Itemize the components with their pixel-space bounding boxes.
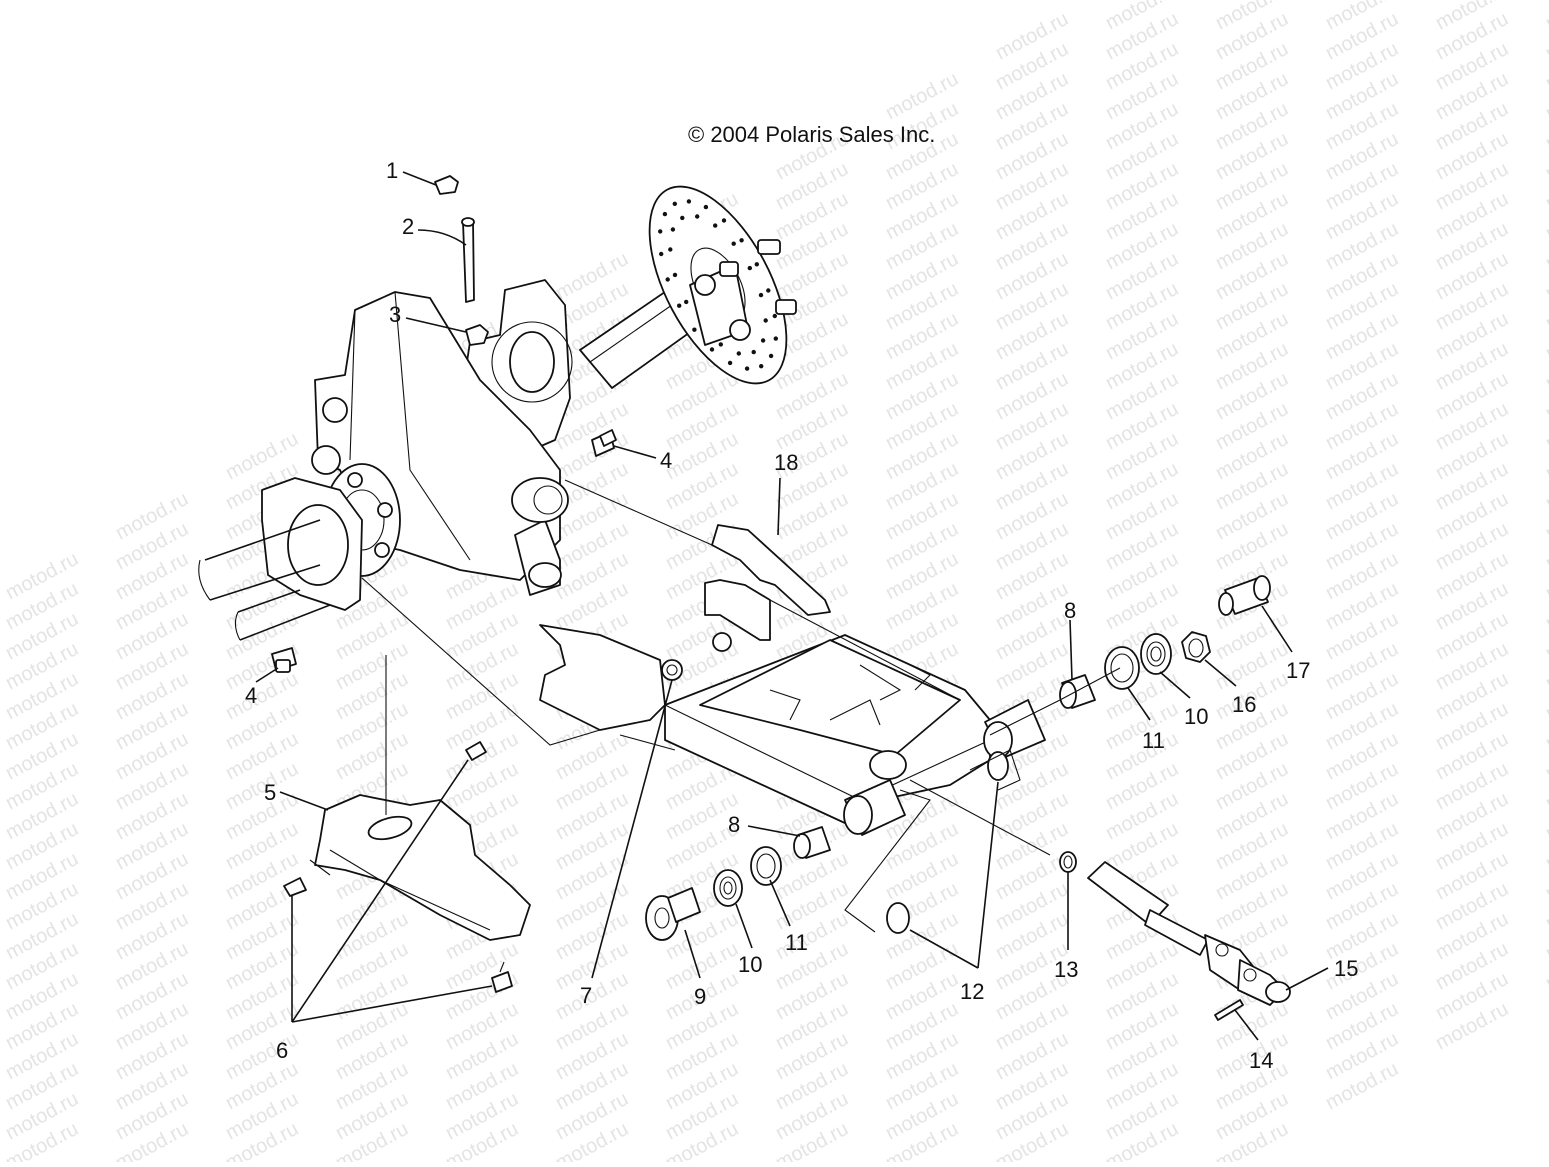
disc-hole bbox=[721, 218, 727, 223]
disc-hole bbox=[659, 251, 664, 257]
part-1-clamp bbox=[434, 175, 459, 195]
hub-bolts bbox=[719, 239, 797, 315]
disc-hole bbox=[677, 303, 682, 308]
spacer-17 bbox=[1218, 575, 1271, 616]
disc-hole bbox=[759, 364, 764, 369]
callout-11-right: 11 bbox=[1142, 728, 1165, 753]
pivot-bolt-9 bbox=[645, 887, 701, 941]
callout-8-right: 8 bbox=[1064, 598, 1076, 623]
disc-hole bbox=[684, 299, 689, 305]
bearing-10-right bbox=[1140, 633, 1172, 675]
callout-6: 6 bbox=[276, 1038, 288, 1063]
disc-hole bbox=[709, 347, 715, 352]
callout-5: 5 bbox=[264, 780, 276, 805]
part-2-vent-hose bbox=[461, 217, 475, 303]
disc-hole bbox=[662, 211, 668, 217]
disc-hole bbox=[672, 201, 677, 206]
washer-11-right bbox=[1104, 646, 1140, 690]
disc-hole bbox=[747, 265, 752, 271]
washer-11-left bbox=[750, 846, 782, 886]
disc-hole bbox=[731, 241, 736, 246]
disc-hole bbox=[680, 215, 685, 221]
disc-hole bbox=[736, 351, 741, 356]
callout-9: 9 bbox=[694, 984, 706, 1009]
callout-1: 1 bbox=[386, 158, 398, 183]
swing-arm-bracket-18 bbox=[704, 524, 831, 641]
callout-12: 12 bbox=[960, 979, 984, 1004]
callout-3: 3 bbox=[389, 302, 401, 327]
bushing-8-right bbox=[1059, 674, 1096, 709]
disc-hole bbox=[766, 288, 771, 293]
callout-13: 13 bbox=[1054, 957, 1078, 982]
part-3-fitting bbox=[465, 324, 489, 346]
disc-hole bbox=[665, 277, 670, 282]
callout-17: 17 bbox=[1286, 658, 1310, 683]
disc-hole bbox=[713, 223, 718, 228]
disc-hole bbox=[703, 204, 709, 210]
screw-6-bottom bbox=[491, 961, 513, 993]
disc-hole bbox=[763, 318, 768, 323]
disc-hole bbox=[751, 349, 756, 355]
disc-hole bbox=[668, 247, 673, 252]
disc-hole bbox=[760, 338, 766, 343]
screw-6-left bbox=[283, 877, 307, 897]
disc-hole bbox=[686, 199, 692, 204]
disc-hole bbox=[772, 313, 777, 319]
disc-hole bbox=[718, 342, 723, 347]
nut-7 bbox=[661, 659, 683, 681]
output-shaft-stub bbox=[511, 477, 569, 596]
callout-2: 2 bbox=[402, 214, 414, 239]
axle-bracket-left bbox=[261, 477, 363, 611]
callout-15: 15 bbox=[1334, 956, 1358, 981]
watermark-text: motod.ru bbox=[1542, 0, 1549, 34]
callout-10-left: 10 bbox=[738, 952, 762, 977]
axle-tube-left bbox=[198, 519, 331, 641]
disc-hole bbox=[739, 238, 744, 243]
disc-hole bbox=[768, 353, 774, 359]
callout-8-left: 8 bbox=[728, 812, 740, 837]
disc-hole bbox=[692, 327, 697, 332]
callout-7: 7 bbox=[580, 983, 592, 1008]
brake-disc bbox=[648, 185, 788, 385]
nut-16 bbox=[1181, 631, 1211, 663]
disc-hole bbox=[672, 272, 678, 278]
watermark-text: motod.ru bbox=[1542, 0, 1549, 4]
callout-10-right: 10 bbox=[1184, 704, 1208, 729]
bushing-8-left bbox=[793, 826, 831, 859]
callout-16: 16 bbox=[1232, 692, 1256, 717]
callout-4-lower: 4 bbox=[245, 683, 257, 708]
callout-11-left: 11 bbox=[785, 930, 808, 955]
copyright-notice: © 2004 Polaris Sales Inc. bbox=[688, 122, 936, 147]
ring-13 bbox=[1059, 851, 1077, 873]
seal-12 bbox=[886, 751, 1009, 934]
disc-hole bbox=[695, 214, 700, 219]
bolt-4-upper bbox=[591, 429, 617, 457]
nut-frame bbox=[712, 632, 732, 652]
leader-lines bbox=[255, 171, 1329, 1041]
callout-4-upper: 4 bbox=[660, 448, 672, 473]
disc-hole bbox=[727, 360, 733, 366]
bearing-10-left bbox=[713, 869, 743, 907]
callout-18: 18 bbox=[774, 450, 798, 475]
callout-labels: 1 2 3 4 4 5 6 7 8 8 9 10 10 11 11 12 13 … bbox=[245, 158, 1358, 1073]
swing-arm-frame bbox=[619, 634, 991, 831]
disc-hole bbox=[744, 366, 750, 371]
disc-hole bbox=[754, 262, 759, 267]
part-5-cover bbox=[309, 794, 531, 941]
bolt-4-lower bbox=[271, 647, 297, 673]
callout-14: 14 bbox=[1249, 1048, 1273, 1073]
disc-hole bbox=[773, 336, 778, 341]
drive-shaft-yoke bbox=[1087, 861, 1291, 1006]
pivot-tube-left bbox=[843, 779, 906, 836]
disc-hole bbox=[658, 229, 663, 234]
disc-hole bbox=[670, 227, 676, 232]
roll-pin-14 bbox=[1214, 999, 1244, 1021]
disc-hole bbox=[758, 292, 764, 298]
